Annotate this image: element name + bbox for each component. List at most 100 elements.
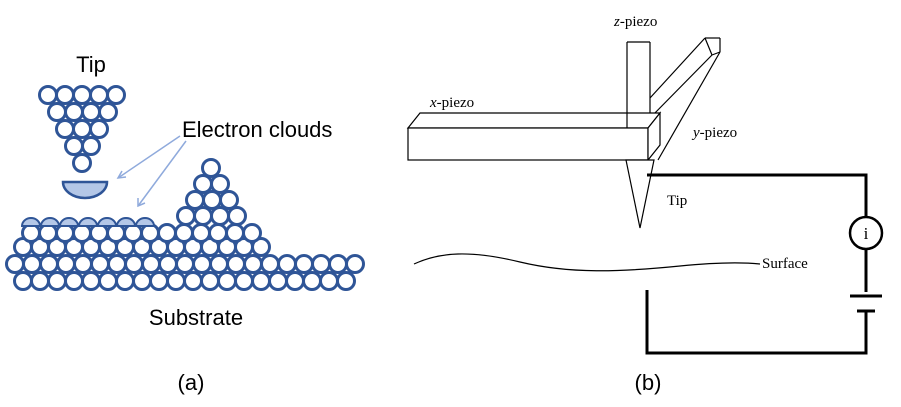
substrate-atom — [89, 223, 109, 243]
surface-label: Surface — [762, 256, 808, 272]
substrate-atom — [30, 271, 50, 291]
tip-atom — [55, 85, 75, 105]
tip-electron-cloud — [61, 180, 109, 200]
substrate-atom — [175, 254, 195, 274]
substrate-atom — [277, 254, 297, 274]
adatom — [185, 190, 205, 210]
substrate-atom — [294, 254, 314, 274]
substrate-atom — [38, 223, 58, 243]
substrate-atom — [132, 271, 152, 291]
adatom — [201, 158, 221, 178]
substrate-atom — [98, 271, 118, 291]
substrate-atom — [107, 254, 127, 274]
substrate-atom — [319, 271, 339, 291]
tip-atom — [89, 119, 109, 139]
substrate-atom — [5, 254, 25, 274]
substrate-atom — [124, 254, 144, 274]
panel-a: Tip Electron clouds Substrate (a) — [5, 52, 365, 395]
adatom — [176, 206, 196, 226]
adatom — [227, 206, 247, 226]
surface-cloud — [96, 217, 118, 227]
caption-a: (a) — [178, 370, 205, 395]
substrate-atom — [243, 254, 263, 274]
substrate-atom — [328, 254, 348, 274]
adatom — [193, 206, 213, 226]
tip-label: Tip — [76, 52, 106, 77]
substrate-atom — [251, 271, 271, 291]
substrate-atom — [106, 223, 126, 243]
substrate-atom — [260, 254, 280, 274]
surface-cloud — [115, 217, 137, 227]
substrate-atom — [285, 271, 305, 291]
substrate-atom — [64, 271, 84, 291]
cloud-arrows — [116, 135, 187, 208]
substrate-atom — [47, 271, 67, 291]
substrate-atom — [226, 254, 246, 274]
y-piezo-label: y-piezo — [691, 125, 737, 141]
substrate-atom — [149, 271, 169, 291]
surface-line — [413, 253, 761, 272]
surface-cloud — [39, 217, 61, 227]
substrate-atom — [234, 271, 254, 291]
substrate-label: Substrate — [149, 305, 243, 330]
x-piezo-block — [406, 111, 662, 162]
surface-electron-clouds — [20, 217, 156, 227]
substrate-atom — [141, 254, 161, 274]
substrate-atom — [200, 271, 220, 291]
substrate-atom — [115, 271, 135, 291]
substrate-atom — [183, 271, 203, 291]
surface-cloud — [58, 217, 80, 227]
panel-b — [406, 37, 884, 355]
substrate-atom — [81, 271, 101, 291]
substrate-atom — [345, 254, 365, 274]
circuit — [645, 173, 882, 355]
substrate-atom — [311, 254, 331, 274]
substrate-atom — [72, 223, 92, 243]
substrate-atom — [55, 223, 75, 243]
adatom — [210, 206, 230, 226]
tip-atom — [72, 119, 92, 139]
tip-atom — [64, 136, 84, 156]
substrate-atom — [268, 271, 288, 291]
substrate-atom — [302, 271, 322, 291]
y-piezo-block — [649, 37, 721, 161]
substrate-atom — [174, 223, 194, 243]
tip-atom — [81, 136, 101, 156]
tip-atom — [64, 102, 84, 122]
substrate-atom — [13, 271, 33, 291]
ammeter — [848, 215, 884, 251]
adatom — [202, 190, 222, 210]
ammeter-label: i — [864, 224, 869, 243]
substrate-atom — [73, 254, 93, 274]
substrate-atom — [140, 223, 160, 243]
substrate-atom — [336, 271, 356, 291]
tip-atom — [89, 85, 109, 105]
tip-atom — [72, 85, 92, 105]
adatom — [210, 174, 230, 194]
tip-atom — [81, 102, 101, 122]
substrate-atom — [39, 254, 59, 274]
tip-atom — [98, 102, 118, 122]
substrate-atom — [217, 271, 237, 291]
tip-atom — [47, 102, 67, 122]
substrate-atom — [123, 223, 143, 243]
tip-atom — [55, 119, 75, 139]
adatom — [193, 174, 213, 194]
substrate-atom — [225, 223, 245, 243]
substrate-atom — [166, 271, 186, 291]
substrate-atom — [158, 254, 178, 274]
substrate-atom — [21, 223, 41, 243]
z-piezo-label: z-piezo — [613, 14, 657, 30]
atom-lattice — [5, 85, 365, 291]
tip-atom — [38, 85, 58, 105]
surface-cloud — [134, 217, 156, 227]
caption-b: (b) — [635, 370, 662, 395]
substrate-atom — [192, 254, 212, 274]
substrate-atom — [251, 237, 271, 257]
substrate-atom — [242, 223, 262, 243]
tip-needle — [625, 159, 655, 229]
substrate-atom — [209, 254, 229, 274]
tip-label-b: Tip — [667, 193, 687, 209]
surface-cloud — [20, 217, 42, 227]
